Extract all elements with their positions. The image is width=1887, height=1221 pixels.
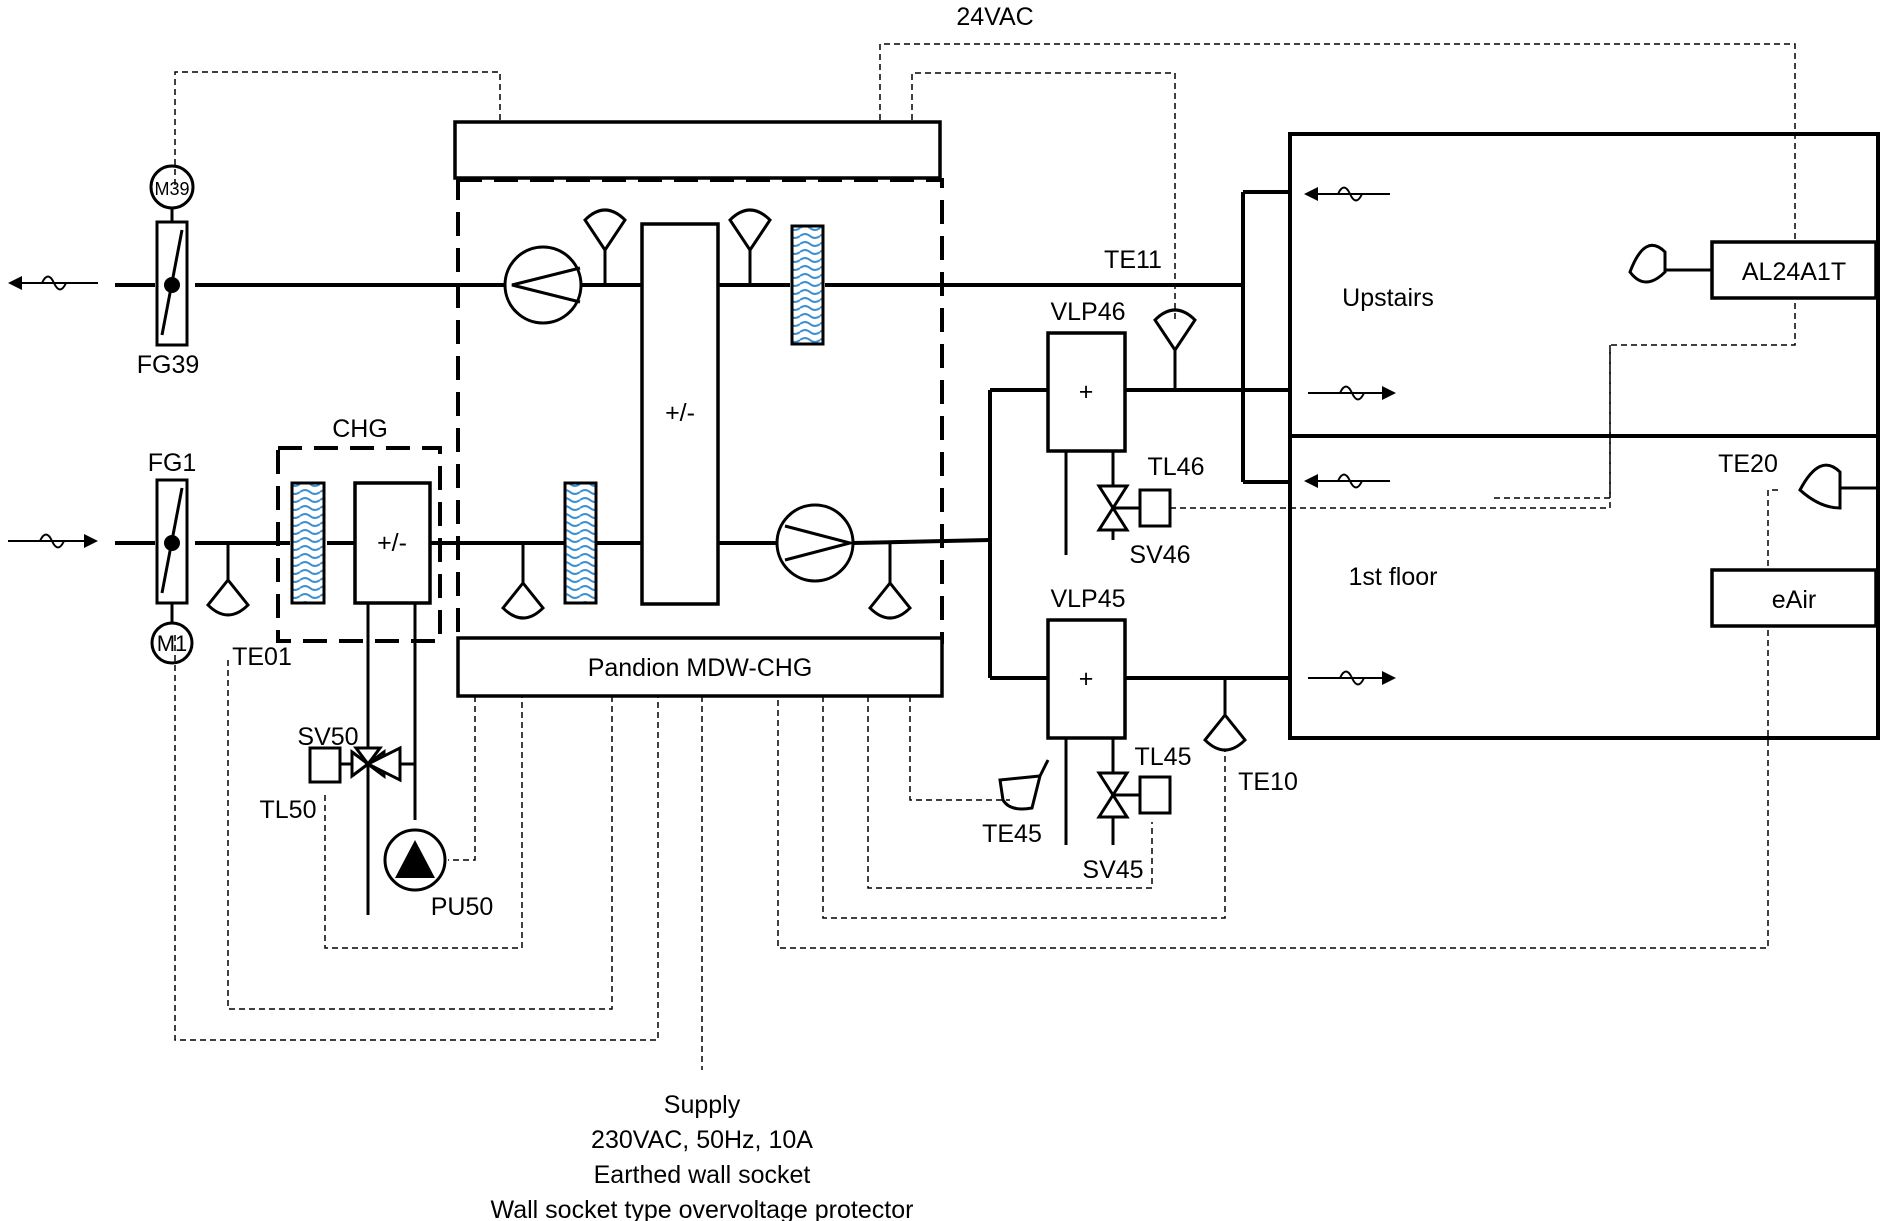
chg-filter: [290, 481, 326, 605]
al24a1t-label: AL24A1T: [1742, 258, 1846, 286]
sensor-te10: [1202, 678, 1248, 752]
coil-vlp46-sign: +: [1079, 378, 1094, 406]
actuator-m39-label: M39: [154, 179, 189, 199]
sensor-upstairs-room: [1628, 243, 1712, 284]
sensor-te11: [1153, 308, 1197, 390]
supply-info: Supply 230VAC, 50Hz, 10A Earthed wall so…: [491, 1091, 914, 1221]
sensor-te45: [998, 759, 1050, 811]
first-floor-return-arrow: [1304, 473, 1390, 489]
first-floor-label: 1st floor: [1349, 563, 1438, 591]
coil-vlp46: [1046, 331, 1127, 453]
fg39-label: FG39: [137, 351, 200, 379]
tl46-label: TL46: [1148, 453, 1205, 481]
sensor-exhaust-2: [728, 208, 772, 285]
coil-vlp45: [1046, 618, 1127, 740]
sensor-te01: [205, 543, 251, 617]
heat-exchanger: [640, 222, 720, 606]
sv46-wire: [1170, 345, 1611, 509]
first-floor-supply-arrow: [1308, 670, 1396, 686]
te10-label: TE10: [1238, 768, 1298, 796]
coil-vlp45-sign: +: [1079, 665, 1094, 693]
heat-exchanger-sign: +/-: [665, 399, 695, 427]
sv46-label: SV46: [1129, 541, 1190, 569]
supply-line-3: Earthed wall socket: [594, 1161, 811, 1189]
pu50-label: PU50: [431, 893, 494, 921]
upstairs-label: Upstairs: [1342, 284, 1434, 312]
exhaust-outlet-arrow: [8, 275, 98, 291]
te01-label: TE01: [232, 643, 292, 671]
return-duct: [1241, 190, 1290, 484]
upstairs-return-arrow: [1304, 186, 1390, 202]
supply-duct: [115, 538, 991, 545]
valve-sv50: [308, 745, 415, 784]
chg-coil: [353, 481, 432, 605]
vlp46-piping: [1064, 451, 1115, 555]
te45-label: TE45: [982, 820, 1042, 848]
exhaust-filter: [790, 224, 825, 346]
sensor-supply-2: [867, 543, 913, 620]
fg1-label: FG1: [148, 449, 197, 477]
vlp45-label: VLP45: [1050, 585, 1125, 613]
sv45-label: SV45: [1082, 856, 1143, 884]
control-wiring: [174, 43, 1796, 1070]
supply-fan: [775, 503, 856, 583]
vlp46-label: VLP46: [1050, 298, 1125, 326]
actuator-m1-label: M1: [157, 631, 188, 656]
al24a1t-box: [1710, 240, 1878, 300]
exhaust-fan: [503, 245, 583, 325]
tl50-label: TL50: [260, 796, 317, 824]
sensor-exhaust-1: [583, 208, 627, 285]
sv50-label: SV50: [297, 723, 358, 751]
eair-label: eAir: [1772, 586, 1816, 614]
pump-pu50: [383, 828, 447, 892]
supply-line-1: Supply: [664, 1091, 741, 1119]
vlp45-piping: [1064, 738, 1115, 845]
sensor-te20: [1798, 463, 1878, 510]
supply-inlet-arrow: [8, 533, 98, 549]
chg-enclosure: [276, 446, 442, 643]
te20-label: TE20: [1718, 450, 1778, 478]
supply-line-2: 230VAC, 50Hz, 10A: [591, 1126, 813, 1154]
te11-label: TE11: [1104, 246, 1162, 274]
unit-name: Pandion MDW-CHG: [588, 654, 813, 682]
chg-label: CHG: [332, 415, 388, 443]
valve-sv45: [1096, 771, 1172, 819]
supply-line-4: Wall socket type overvoltage protector: [491, 1196, 914, 1221]
tl45-label: TL45: [1135, 743, 1192, 771]
sensor-supply-1: [500, 543, 546, 620]
valve-sv46: [1096, 484, 1172, 532]
zone-supply-ducts: [988, 388, 1290, 680]
chg-coil-sign: +/-: [377, 529, 407, 557]
control-panel-box: [453, 120, 942, 180]
unit-name-box: [456, 636, 944, 698]
supply-filter: [563, 481, 598, 605]
eair-box: [1710, 568, 1878, 628]
upstairs-supply-arrow: [1308, 385, 1396, 401]
damper-fg39: [149, 164, 195, 347]
damper-fg1: [150, 478, 194, 665]
power-24vac-label: 24VAC: [956, 3, 1033, 31]
